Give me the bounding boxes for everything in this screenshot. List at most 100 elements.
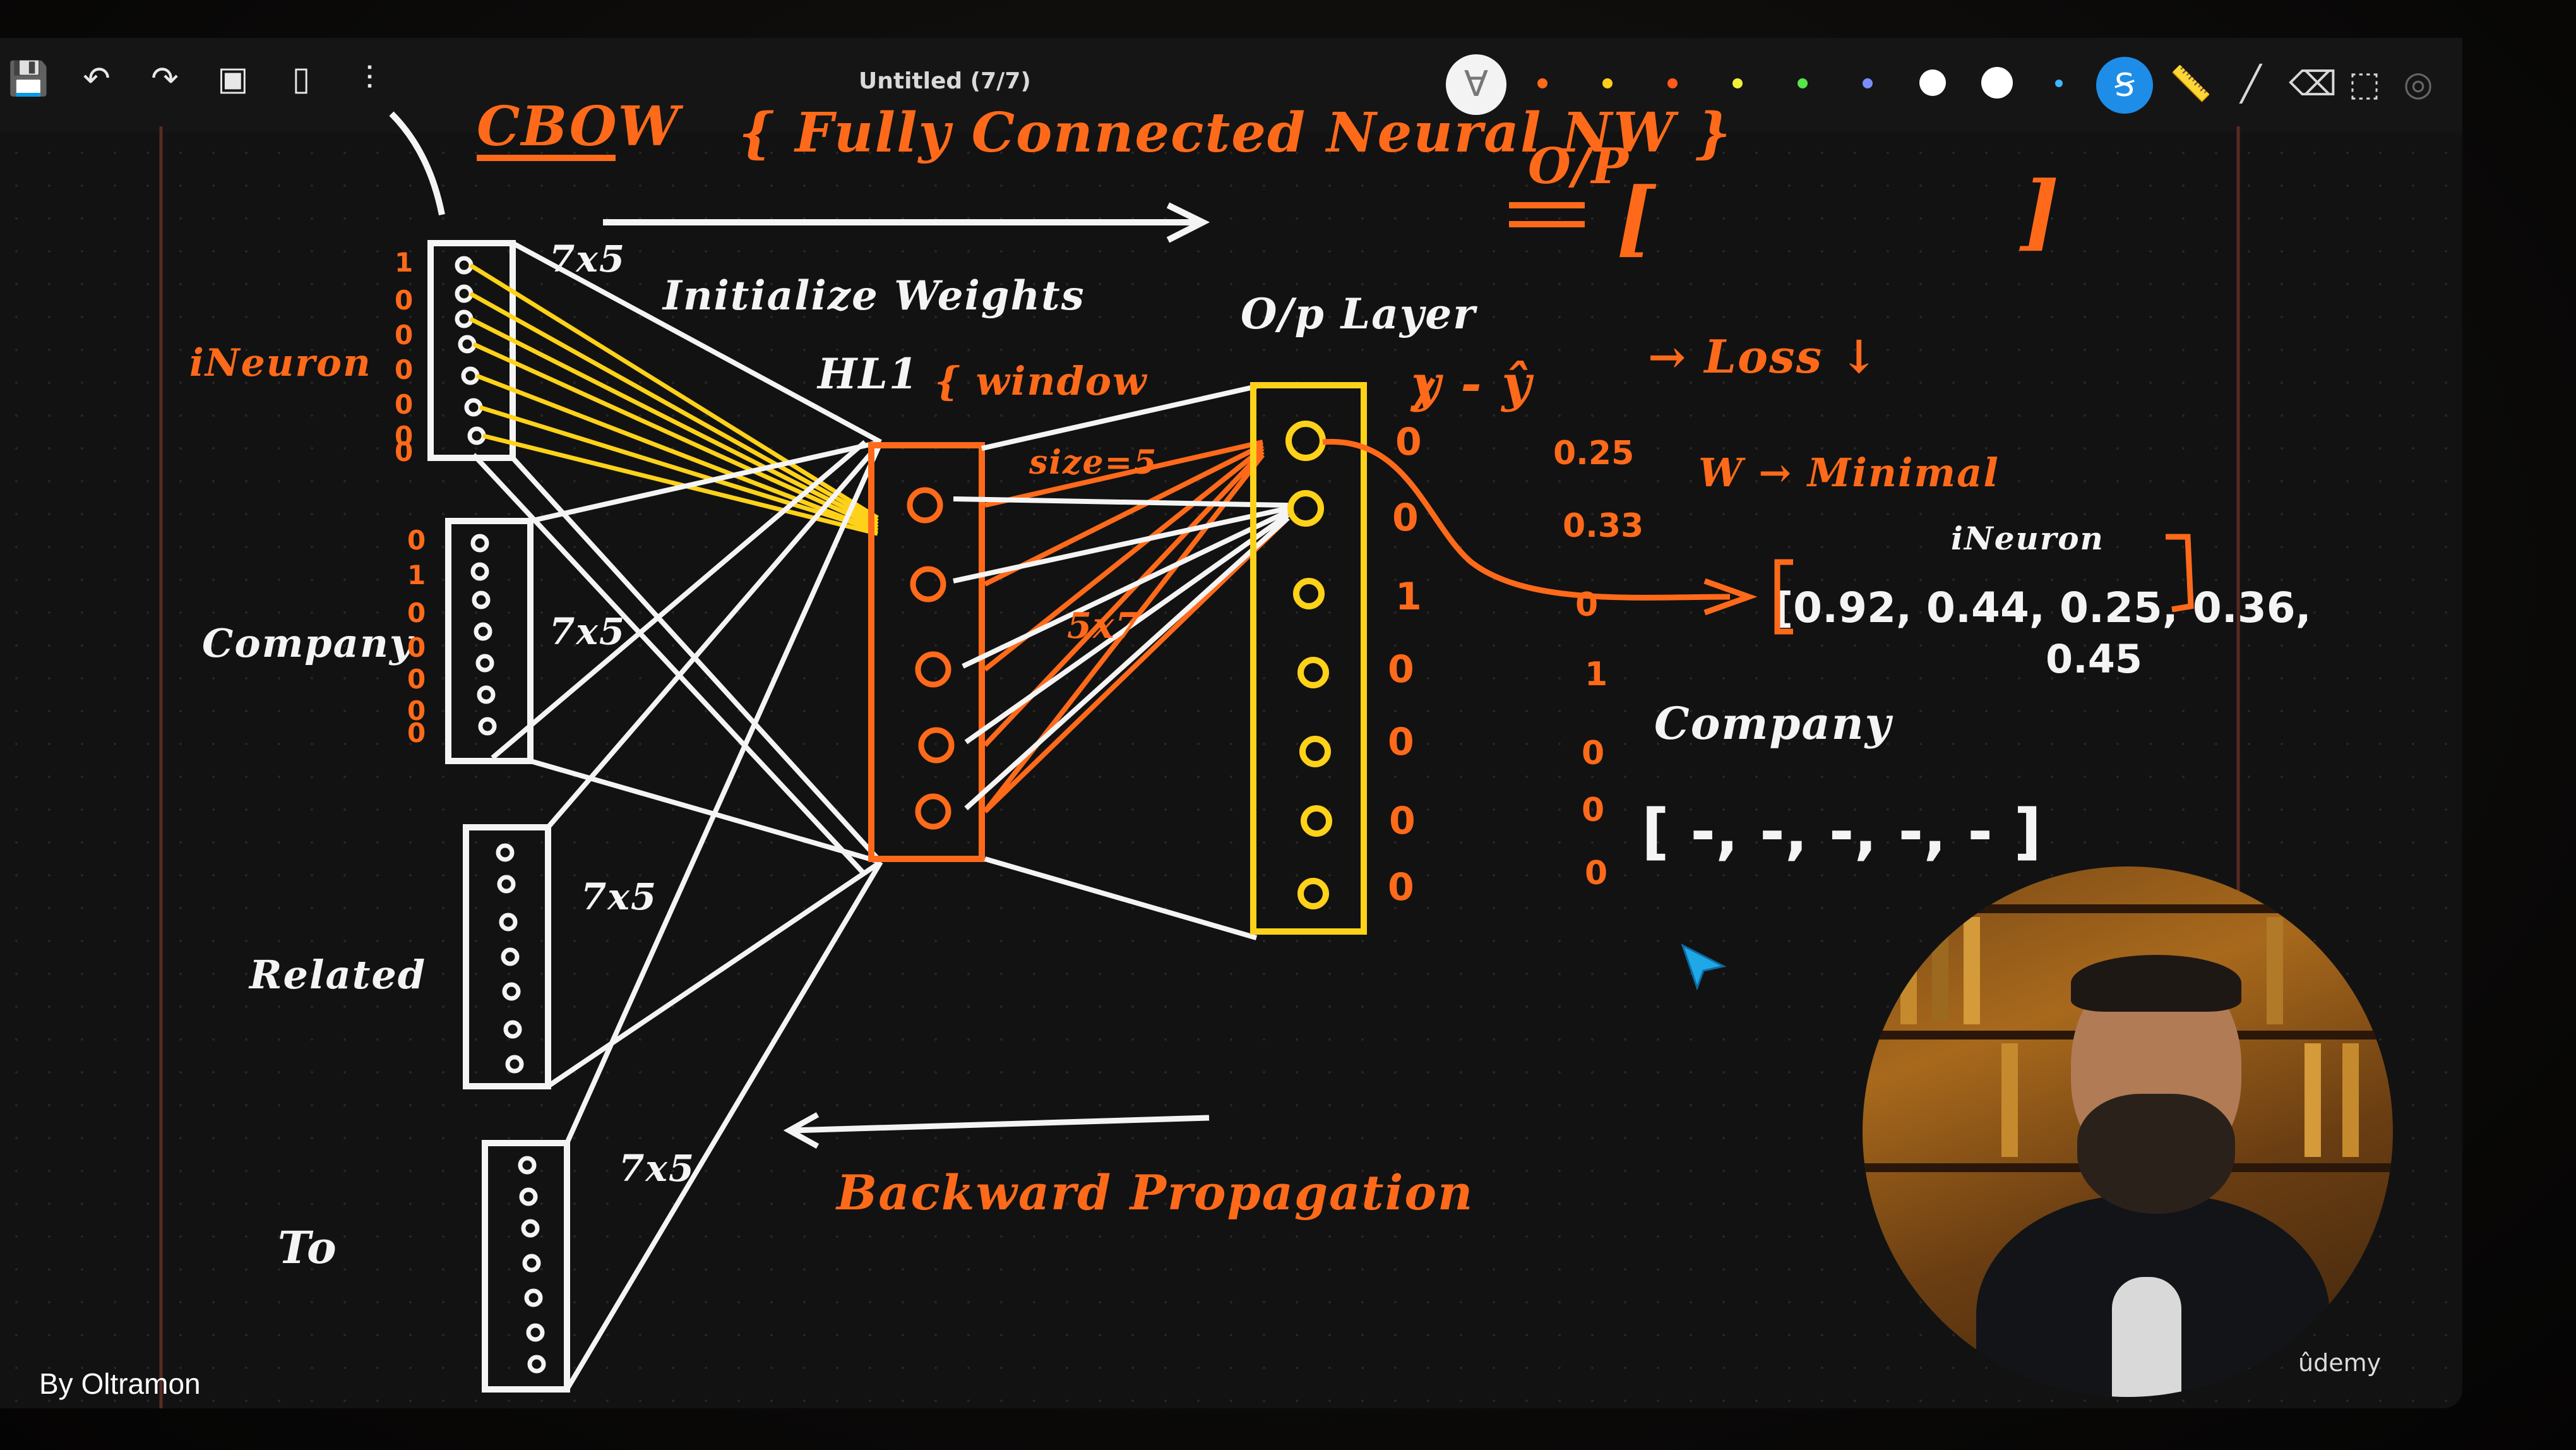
- credit-text: By Oltramon: [39, 1367, 201, 1400]
- color-swatch-orange[interactable]: [1537, 78, 1547, 88]
- hidden-nodes: [907, 487, 955, 830]
- onehot-ineuron: 1 0 0 0 0 0 0: [395, 247, 413, 467]
- brush-icon[interactable]: Ꞩ: [2096, 57, 2153, 114]
- hide-icon[interactable]: ◎: [2403, 64, 2433, 104]
- input-box-related: [463, 824, 551, 1089]
- weights-label-5x7: 5x7: [1067, 605, 1141, 647]
- word-company: Company: [202, 620, 415, 666]
- word-ineuron: iNeuron: [189, 341, 372, 385]
- color-swatch-white-small[interactable]: [1919, 69, 1946, 96]
- y-true-6: 0: [1388, 865, 1414, 909]
- presenter-beard: [2077, 1094, 2235, 1214]
- webcam-overlay: [1863, 866, 2393, 1397]
- color-swatch-lemon[interactable]: [1732, 78, 1743, 88]
- color-swatch-red-orange[interactable]: [1667, 78, 1678, 88]
- bookshelf-row: [1863, 904, 2393, 913]
- save-icon[interactable]: 💾: [8, 60, 49, 98]
- y-hat-3: 1: [1585, 656, 1607, 693]
- input-box-to: [482, 1140, 570, 1393]
- toolbar-left-group: 💾 ↶ ↷ ▣ ▯ ⫶: [6, 57, 391, 101]
- y-true-5: 0: [1389, 799, 1416, 843]
- ruler-icon[interactable]: 📏: [2169, 64, 2212, 104]
- y-hat-5: 0: [1582, 791, 1604, 829]
- eraser-icon[interactable]: ⌫: [2289, 64, 2337, 104]
- color-swatch-white-large[interactable]: [1981, 67, 2013, 99]
- header-cbow: CBOW: [477, 95, 684, 159]
- weights-label-related: 7x5: [581, 875, 657, 918]
- document-title[interactable]: Untitled (7/7): [859, 68, 1031, 94]
- op-label: O/P: [1528, 138, 1630, 195]
- microphone: [2112, 1277, 2181, 1397]
- backward-propagation-label: Backward Propagation: [835, 1165, 1474, 1221]
- undo-icon[interactable]: ↶: [83, 60, 110, 98]
- word-to: To: [278, 1221, 338, 1274]
- backward-arrow-head: [783, 1112, 820, 1149]
- input-box-ineuron: [427, 240, 516, 461]
- pencil-icon[interactable]: ╱: [2240, 64, 2262, 104]
- loss-label: → Loss ↓: [1648, 330, 1880, 383]
- forward-arrow-head: [1166, 202, 1210, 243]
- book: [1964, 917, 1980, 1024]
- backward-arrow-line: [792, 1115, 1210, 1134]
- onehot-company-6: 0: [407, 717, 426, 748]
- color-swatch-cyan[interactable]: [2055, 80, 2063, 87]
- onehot-company-1: 1: [407, 560, 426, 590]
- ineuron-vector-label: iNeuron: [1951, 520, 2104, 557]
- y-true-3: 0: [1388, 647, 1414, 692]
- output-layer-box: [1250, 382, 1367, 935]
- pen-icon[interactable]: ∀: [1446, 54, 1506, 115]
- toolbar-right-group: ∀ Ꞩ 📏 ╱ ⌫ ⬚ ◎: [1440, 51, 2437, 120]
- ineuron-vector-cont: 0.45: [2046, 636, 2142, 682]
- window-label: { window: [934, 358, 1148, 404]
- book: [1900, 917, 1917, 1024]
- onehot-ineuron-3: 0: [395, 354, 413, 385]
- onehot-company-2: 0: [407, 597, 426, 628]
- lasso-icon[interactable]: ⬚: [2348, 64, 2381, 104]
- weights-label-company: 7x5: [549, 610, 626, 653]
- y-arrow: [1412, 377, 1436, 412]
- y-hat-4: 0: [1582, 734, 1604, 772]
- app-toolbar: 💾 ↶ ↷ ▣ ▯ ⫶ Untitled (7/7) ∀ Ꞩ 📏 ╱ ⌫ ⬚ ◎: [0, 38, 2462, 133]
- color-swatch-yellow[interactable]: [1602, 78, 1613, 88]
- onehot-ineuron-2: 0: [395, 320, 413, 351]
- y-hat-6: 0: [1585, 854, 1607, 892]
- book: [1932, 920, 1948, 1021]
- white-output-lines: [953, 384, 1290, 940]
- input-box-company: [445, 518, 534, 764]
- redo-icon[interactable]: ↷: [151, 60, 179, 98]
- embedding-arrow-head: [1703, 578, 1758, 616]
- weights-label-top: 7x5: [549, 237, 626, 280]
- y-true-4: 0: [1388, 720, 1414, 764]
- book: [2267, 917, 2283, 1024]
- sliders-icon[interactable]: ⫶: [365, 60, 374, 98]
- page-icon[interactable]: ▯: [292, 60, 311, 98]
- y-true-column: 0 0 1 0 0 0 0: [1388, 420, 1422, 909]
- color-swatch-blue[interactable]: [1863, 78, 1873, 88]
- y-hat-1: 0.33: [1563, 507, 1643, 545]
- ineuron-vector: [0.92, 0.44, 0.25, 0.36,: [1774, 584, 2311, 632]
- book: [2305, 1043, 2321, 1157]
- onehot-company-3: 0: [407, 632, 426, 663]
- onehot-company-5: 0: [407, 695, 426, 726]
- presenter-hair: [2071, 955, 2241, 1012]
- op-bracket-open: [: [1616, 169, 1657, 266]
- onehot-ineuron-0: 1: [395, 247, 413, 278]
- ineuron-vector-bracket-open: [1774, 559, 1793, 635]
- onehot-company: 0 1 0 0 0 0 0: [407, 525, 426, 748]
- w-minimal-label: W → Minimal: [1698, 450, 2000, 496]
- y-hat-0: 0.25: [1553, 434, 1634, 472]
- stamp-icon[interactable]: ▣: [217, 60, 249, 98]
- op-bracket-close: ]: [2019, 163, 2061, 260]
- y-true-1: 0: [1392, 496, 1419, 540]
- window-size-label: size=5: [1029, 443, 1157, 482]
- curved-pointer-arrow: [389, 111, 445, 215]
- y-hat-column: 0.25 0.33 0 1 0 0 0: [1553, 434, 1643, 892]
- output-nodes: [1285, 421, 1332, 909]
- onehot-ineuron-4: 0: [395, 389, 413, 420]
- company-vector: [ -, -, -, -, - ]: [1642, 796, 2041, 867]
- udemy-watermark: ûdemy: [2298, 1349, 2382, 1377]
- onehot-ineuron-6: 0: [395, 436, 413, 467]
- color-swatch-green[interactable]: [1798, 78, 1808, 88]
- ineuron-vector-bracket-close: [2166, 534, 2194, 613]
